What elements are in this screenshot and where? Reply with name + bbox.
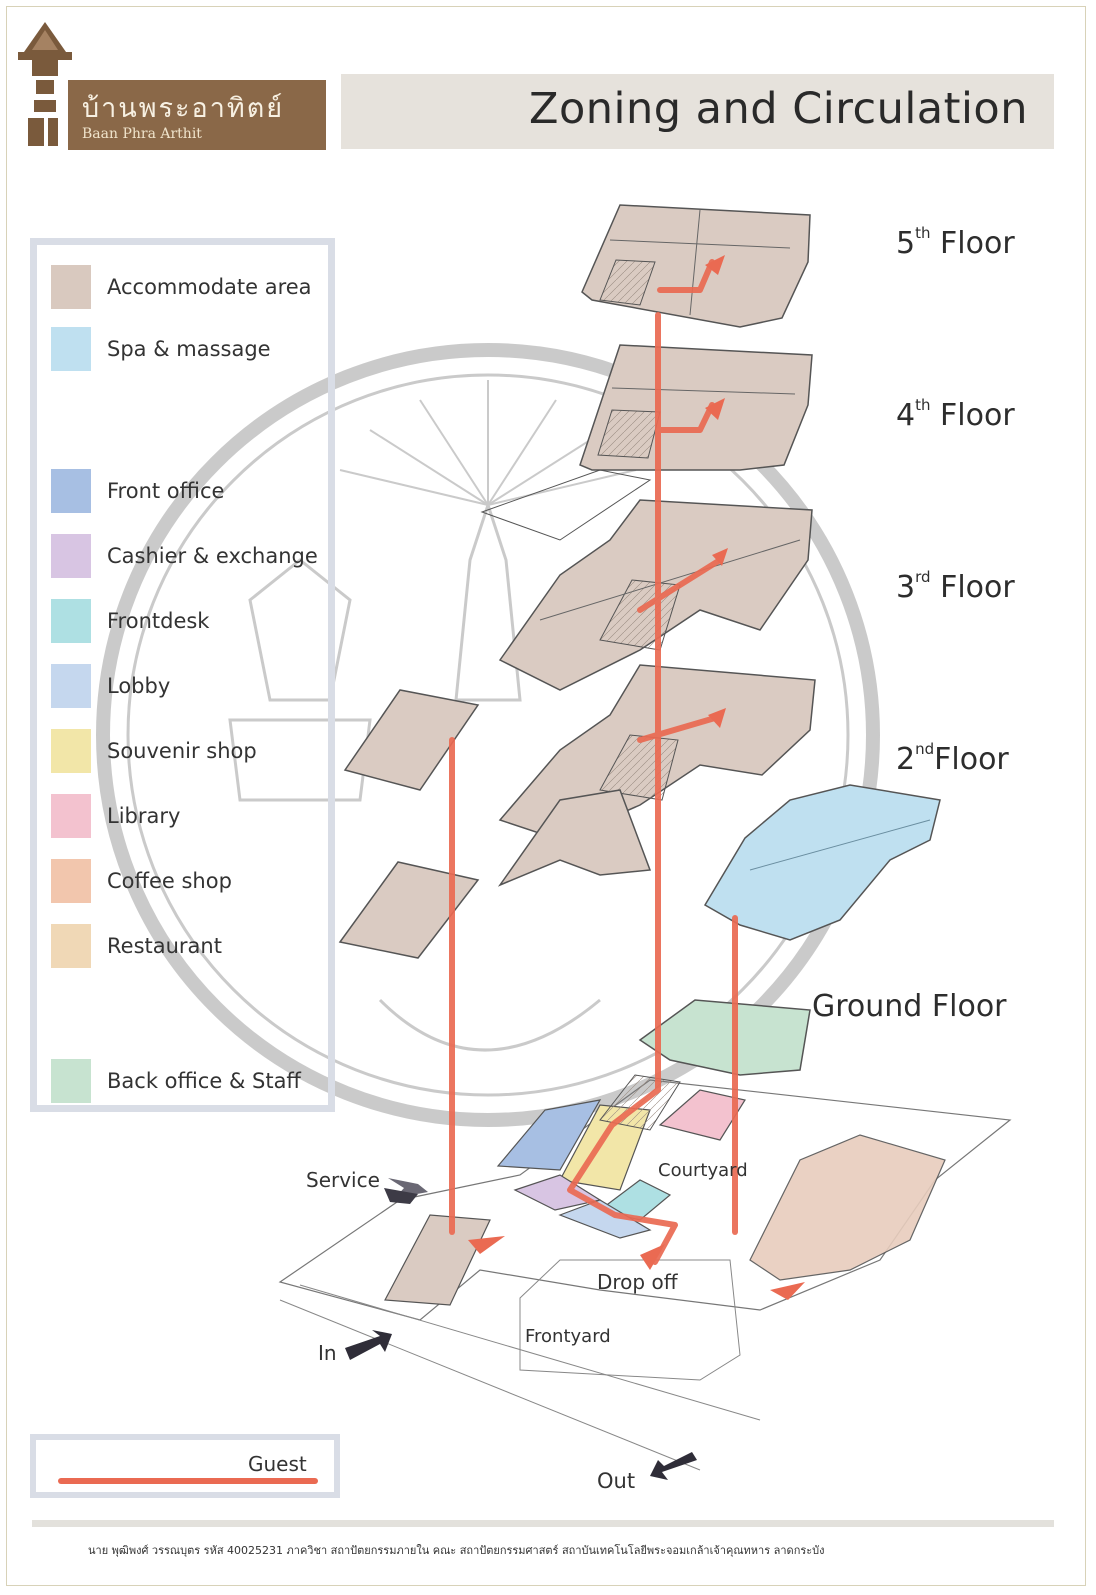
logo-english-name: Baan Phra Arthit (82, 126, 202, 142)
logo-tower-icon (18, 22, 72, 146)
guest-arrows (468, 255, 805, 1300)
guest-legend-line (58, 1478, 318, 1484)
legend-item: Frontdesk (51, 599, 341, 645)
guest-legend-label: Guest (248, 1452, 307, 1476)
legend-item: Accommodate area (51, 265, 341, 311)
logo-plate: บ้านพระอาทิตย์ Baan Phra Arthit (68, 80, 326, 150)
frontyard-label: Frontyard (525, 1326, 611, 1347)
out-label: Out (597, 1469, 636, 1493)
floor-label-3rd: 3rd Floor (896, 568, 1015, 605)
legend-item: Back office & Staff (51, 1059, 341, 1105)
legend-item: Souvenir shop (51, 729, 341, 775)
legend-label: Frontdesk (107, 609, 210, 633)
legend-swatch (51, 599, 91, 643)
legend-swatch (51, 794, 91, 838)
service-arrow-icon (384, 1178, 428, 1204)
plan-4th-floor (480, 344, 813, 541)
legend-label: Accommodate area (107, 275, 312, 299)
plan-5th-floor (581, 204, 811, 328)
legend-label: Spa & massage (107, 337, 271, 361)
logo-thai-name: บ้านพระอาทิตย์ (82, 93, 285, 124)
legend-swatch (51, 469, 91, 513)
legend-label: Souvenir shop (107, 739, 257, 763)
plan-ground-floor (278, 999, 1012, 1471)
page-title: Zoning and Circulation (528, 84, 1028, 134)
footer-credit: นาย พุฒิพงศ์ วรรณบุตร รหัส 40025231 ภาคว… (88, 1544, 825, 1557)
legend-swatch (51, 664, 91, 708)
legend-item: Lobby (51, 664, 341, 710)
legend-item: Spa & massage (51, 327, 341, 373)
footer-band (32, 1520, 1054, 1527)
legend-swatch (51, 729, 91, 773)
floor-label-2nd: 2ndFloor (896, 740, 1009, 777)
legend-item: Cashier & exchange (51, 534, 341, 580)
legend-item: Restaurant (51, 924, 341, 970)
legend: Accommodate area Spa & massage Front off… (30, 238, 335, 1112)
in-arrow-icon (345, 1330, 392, 1360)
legend-swatch (51, 924, 91, 968)
legend-swatch (51, 859, 91, 903)
in-label: In (318, 1341, 337, 1365)
legend-label: Coffee shop (107, 869, 232, 893)
floor-label-ground: Ground Floor (812, 989, 1007, 1024)
legend-label: Back office & Staff (107, 1069, 301, 1093)
floor-label-4th: 4th Floor (896, 396, 1015, 433)
legend-swatch (51, 1059, 91, 1103)
legend-item: Front office (51, 469, 341, 515)
guest-legend: Guest (30, 1434, 340, 1498)
guest-circulation (449, 259, 738, 1265)
legend-item: Library (51, 794, 341, 840)
legend-label: Cashier & exchange (107, 544, 318, 568)
plan-2nd-floor (338, 664, 941, 959)
out-arrow-icon (650, 1452, 697, 1480)
courtyard-label: Courtyard (658, 1160, 748, 1181)
legend-label: Restaurant (107, 934, 222, 958)
legend-swatch (51, 265, 91, 309)
drop-off-label: Drop off (597, 1270, 678, 1294)
legend-swatch (51, 534, 91, 578)
title-band: Zoning and Circulation (341, 74, 1054, 149)
legend-label: Lobby (107, 674, 171, 698)
legend-label: Library (107, 804, 181, 828)
legend-label: Front office (107, 479, 225, 503)
floor-label-5th: 5th Floor (896, 224, 1015, 261)
seal-watermark (96, 343, 880, 1127)
legend-item: Coffee shop (51, 859, 341, 905)
service-label: Service (306, 1168, 380, 1192)
legend-swatch (51, 327, 91, 371)
